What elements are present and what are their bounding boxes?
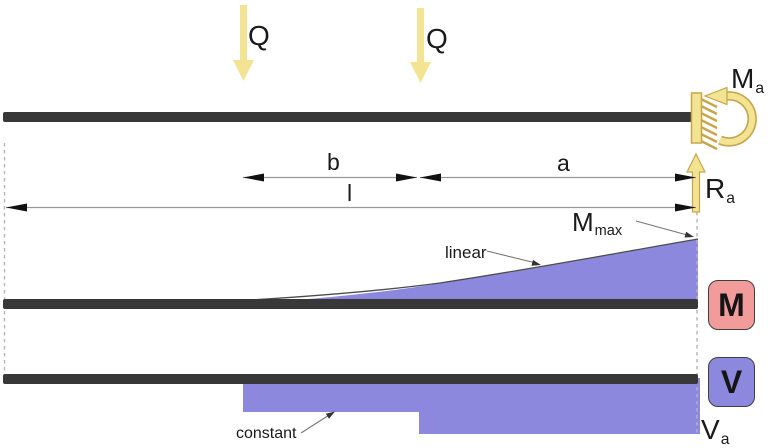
linear-note: linear <box>445 243 487 262</box>
support-moment-main: M <box>731 63 755 94</box>
load-label-right: Q <box>426 23 448 54</box>
shear-support-main: V <box>701 414 720 445</box>
shear-support-label: Va <box>701 414 729 448</box>
dimension-line-a <box>420 173 696 182</box>
load-arrow-left <box>233 5 254 81</box>
dimension-label-b: b <box>327 149 340 175</box>
moment-arc-arrowhead <box>703 86 728 106</box>
moment-badge-letter: M <box>718 286 745 323</box>
load-label-left: Q <box>248 20 270 51</box>
reaction-arrow <box>686 152 706 213</box>
beam-bar <box>3 112 692 122</box>
support-reaction-sub: a <box>726 189 735 207</box>
dimension-label-a: a <box>557 150 570 176</box>
linear-leader <box>486 250 541 266</box>
dimension-line-l <box>6 203 696 212</box>
shear-support-sub: a <box>720 430 730 448</box>
moment-max-label: Mmax <box>572 207 622 239</box>
constant-leader <box>300 411 335 434</box>
support-hatching <box>700 97 718 151</box>
dimension-line-b <box>243 173 417 182</box>
support-reaction-label: Ra <box>705 173 735 207</box>
moment-badge: M <box>708 280 755 330</box>
support-plate <box>690 92 703 144</box>
moment-diagram-area <box>243 239 698 306</box>
moment-diagram-edge <box>242 238 699 302</box>
load-arrow-right <box>410 8 431 83</box>
shear-baseline-bar <box>3 374 698 384</box>
shear-badge: V <box>708 357 755 407</box>
support-moment-label: Ma <box>731 63 764 97</box>
support-reaction-main: R <box>705 173 726 204</box>
moment-max-sub: max <box>594 223 623 240</box>
moment-arc <box>718 92 756 145</box>
support-moment-sub: a <box>755 79 765 97</box>
dimension-label-l: l <box>347 180 353 206</box>
shear-badge-letter: V <box>720 363 743 400</box>
mmax-leader <box>635 220 694 238</box>
moment-baseline-bar <box>3 299 698 309</box>
shear-diagram-area <box>243 378 700 434</box>
moment-max-main: M <box>572 207 594 237</box>
constant-note: constant <box>236 425 297 442</box>
